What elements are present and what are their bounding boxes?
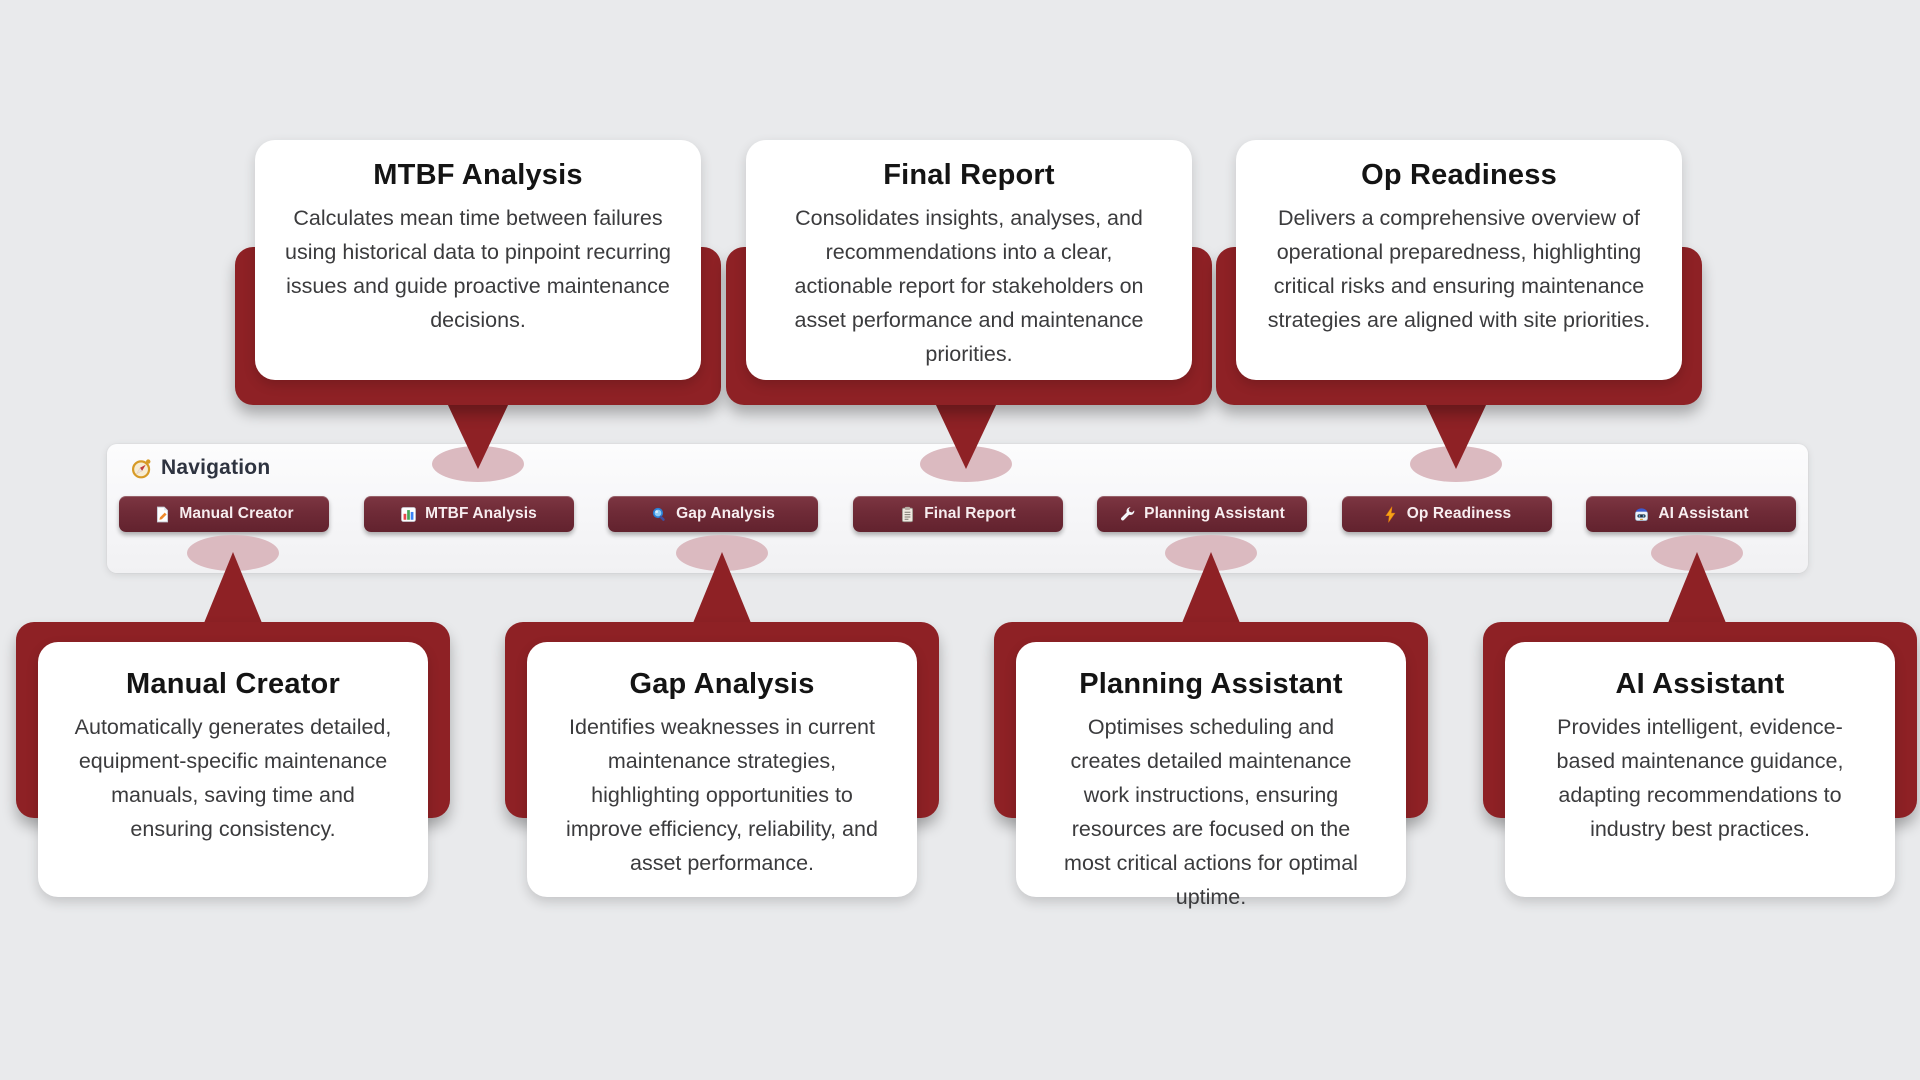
navigation-buttons-row: Manual Creator MTBF Analysis Gap Analysi…	[119, 496, 1796, 532]
nav-item-op-readiness[interactable]: Op Readiness	[1341, 496, 1552, 532]
lightning-icon	[1382, 506, 1399, 523]
nav-item-ai-assistant[interactable]: AI Assistant	[1586, 496, 1796, 532]
callout-title: Manual Creator	[126, 668, 340, 700]
callout-tail	[1425, 403, 1487, 469]
callout-description: Calculates mean time between failures us…	[284, 206, 672, 332]
compass-icon	[131, 458, 152, 479]
nav-item-label: Gap Analysis	[676, 505, 775, 522]
callout-title: AI Assistant	[1615, 668, 1785, 700]
callout-title: Gap Analysis	[629, 668, 815, 700]
callout-card: Final Report Consolidates insights, anal…	[746, 140, 1192, 380]
callout-description: Automatically generates detailed, equipm…	[74, 715, 392, 841]
callout-card: Planning Assistant Optimises scheduling …	[1016, 642, 1406, 909]
bar-chart-icon	[400, 506, 417, 523]
nav-item-gap-analysis[interactable]: Gap Analysis	[608, 496, 818, 532]
callout-tail	[1182, 552, 1240, 623]
callout-tail	[935, 403, 997, 469]
callout-title: MTBF Analysis	[373, 159, 583, 191]
magnifier-icon	[651, 506, 668, 523]
nav-item-label: Op Readiness	[1406, 505, 1512, 522]
callout-tail	[693, 552, 751, 623]
nav-item-label: MTBF Analysis	[425, 505, 537, 522]
callout-title: Final Report	[883, 159, 1055, 191]
callout-card: AI Assistant Provides intelligent, evide…	[1505, 642, 1895, 897]
callout-description: Provides intelligent, evidence-based mai…	[1556, 715, 1844, 841]
nav-item-planning-assistant[interactable]: Planning Assistant	[1097, 496, 1307, 532]
callout-title: Planning Assistant	[1079, 668, 1343, 700]
document-icon	[154, 506, 171, 523]
callout-tail	[204, 552, 262, 623]
navigation-header: Navigation	[131, 456, 270, 480]
callout-card: Manual Creator Automatically generates d…	[38, 642, 428, 897]
callout-title: Op Readiness	[1361, 159, 1557, 191]
nav-item-label: Manual Creator	[179, 505, 294, 522]
callout-card: Op Readiness Delivers a comprehensive ov…	[1236, 140, 1682, 380]
clipboard-icon	[899, 506, 916, 523]
nav-item-manual-creator[interactable]: Manual Creator	[119, 496, 329, 532]
callout-description: Optimises scheduling and creates detaile…	[1064, 715, 1358, 909]
callout-tail	[447, 403, 509, 469]
nav-item-mtbf-analysis[interactable]: MTBF Analysis	[363, 496, 574, 532]
callout-description: Consolidates insights, analyses, and rec…	[794, 206, 1144, 366]
nav-item-final-report[interactable]: Final Report	[852, 496, 1063, 532]
wrench-icon	[1119, 506, 1136, 523]
callout-tail	[1668, 552, 1726, 623]
nav-item-label: AI Assistant	[1658, 505, 1749, 522]
nav-item-label: Final Report	[924, 505, 1016, 522]
nav-item-label: Planning Assistant	[1144, 505, 1285, 522]
navigation-title: Navigation	[161, 456, 271, 479]
callout-card: Gap Analysis Identifies weaknesses in cu…	[527, 642, 917, 897]
callout-description: Delivers a comprehensive overview of ope…	[1267, 206, 1651, 332]
callout-card: MTBF Analysis Calculates mean time betwe…	[255, 140, 701, 380]
robot-icon	[1633, 506, 1650, 523]
callout-description: Identifies weaknesses in current mainten…	[566, 715, 878, 875]
